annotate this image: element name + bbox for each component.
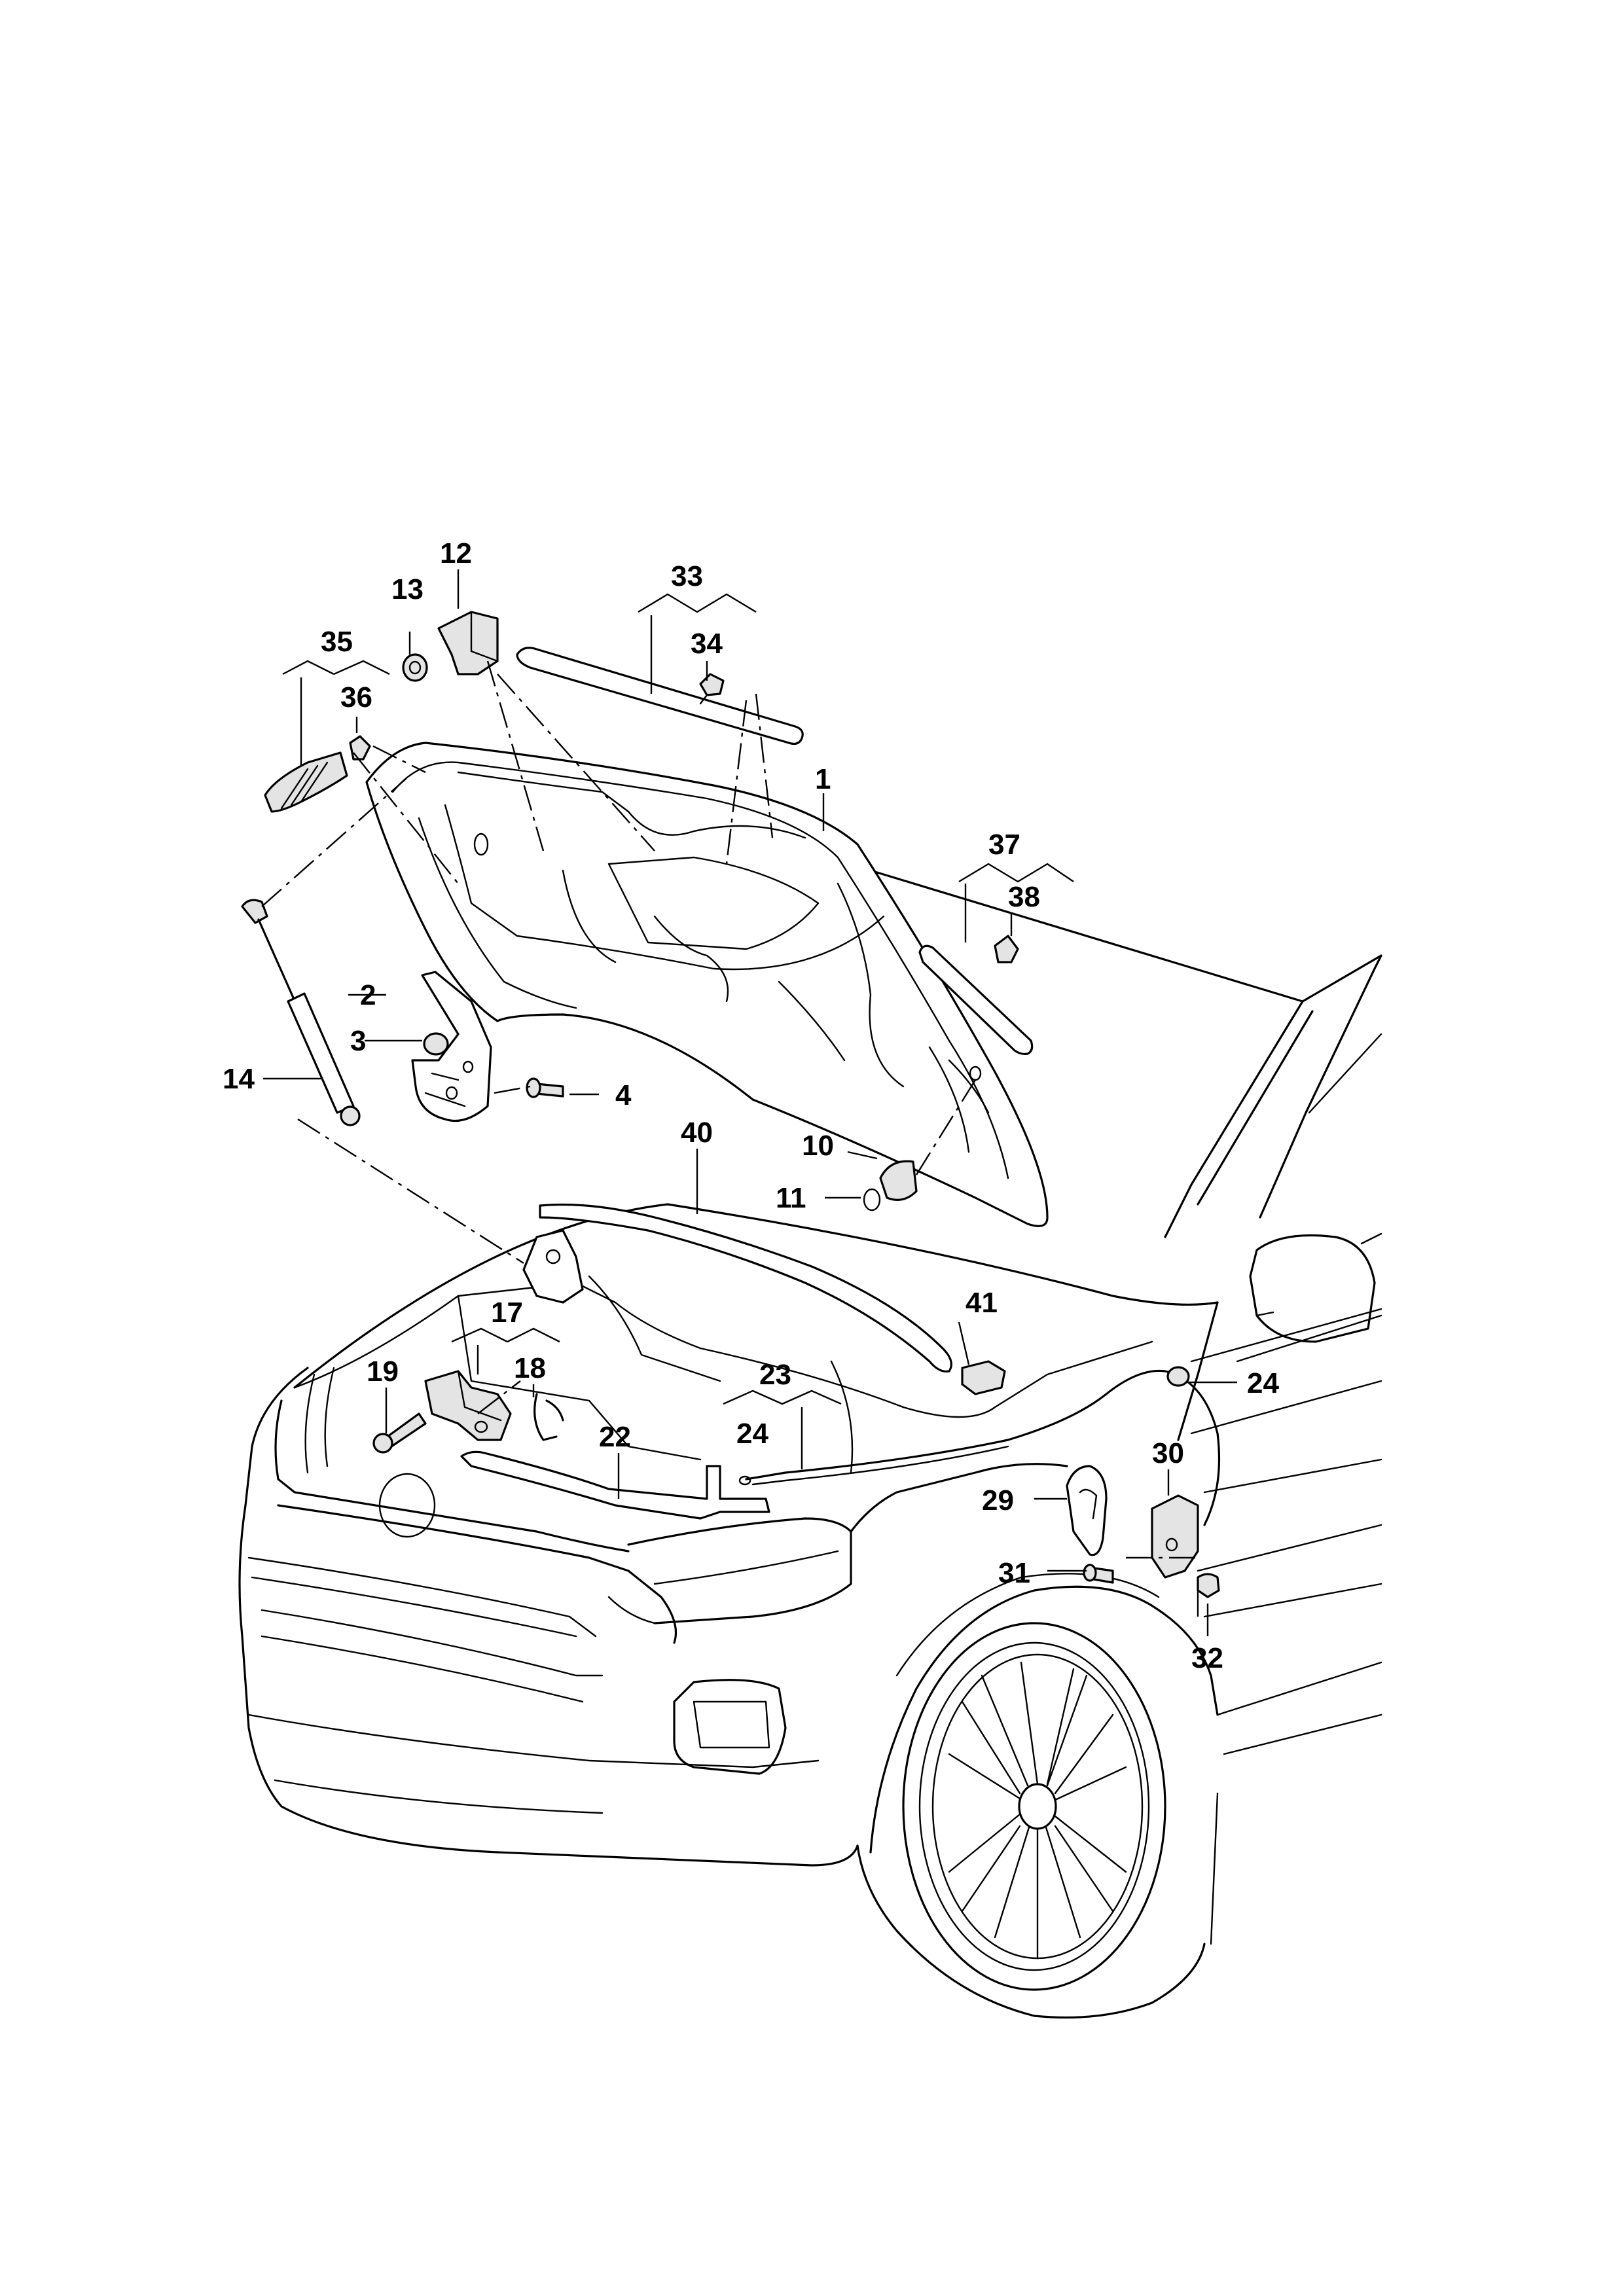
callout-32: 32 [1191, 1642, 1223, 1674]
part-30-bracket [1151, 1494, 1199, 1579]
callout-10: 10 [802, 1130, 834, 1162]
callout-35: 35 [321, 626, 353, 658]
part-13-nut [402, 653, 428, 682]
callout-22: 22 [599, 1421, 631, 1453]
part-3-nut [423, 1032, 449, 1056]
part-19-bolt [372, 1412, 427, 1454]
part-22-release-lever [460, 1450, 770, 1520]
callout-34: 34 [691, 628, 723, 660]
part-40-seal [539, 1203, 952, 1373]
callout-19: 19 [367, 1355, 399, 1388]
part-2-hinge [411, 971, 492, 1122]
callout-13: 13 [391, 573, 424, 605]
callout-31: 31 [998, 1557, 1030, 1589]
callout-labels: 1 2 3 4 10 11 12 13 14 17 18 19 22 23 24… [223, 537, 1279, 1674]
part-38-clip [994, 935, 1019, 963]
callout-33: 33 [671, 560, 703, 592]
hood-panel [365, 742, 1049, 1227]
callout-3: 3 [350, 1025, 366, 1057]
callout-24a: 24 [736, 1418, 768, 1450]
part-36-clip [349, 735, 371, 761]
callout-30: 30 [1152, 1437, 1184, 1469]
part-24-cable [738, 1366, 1221, 1526]
callout-11: 11 [776, 1182, 806, 1214]
callout-4: 4 [615, 1079, 632, 1111]
callout-14: 14 [223, 1063, 255, 1095]
callout-17: 17 [491, 1297, 523, 1329]
callout-18: 18 [514, 1352, 546, 1384]
callout-1: 1 [815, 763, 831, 795]
part-10-bump-stop [879, 1160, 918, 1201]
part-4-bolt [526, 1077, 564, 1098]
part-33-seal-strip [516, 647, 804, 745]
callout-37: 37 [988, 829, 1020, 861]
part-41-end-cap [961, 1360, 1006, 1395]
part-31-bolt [1083, 1564, 1114, 1584]
callout-38: 38 [1008, 881, 1040, 913]
part-12-bracket [437, 611, 499, 675]
part-35-pad [264, 751, 348, 813]
part-11-ring [863, 1188, 881, 1211]
car-body-outline [238, 869, 1382, 2019]
callout-29: 29 [982, 1484, 1014, 1516]
part-17-lock [424, 1370, 512, 1441]
part-32-clip [1197, 1573, 1220, 1598]
callout-24b: 24 [1247, 1367, 1279, 1399]
part-18-clip [533, 1393, 564, 1441]
callout-36: 36 [340, 681, 372, 713]
callout-12: 12 [440, 537, 472, 569]
part-29-handle [1066, 1465, 1108, 1556]
callout-2: 2 [360, 979, 376, 1011]
part-14-gas-strut [241, 899, 361, 1126]
assembly-lines [261, 660, 1199, 1617]
part-37-seal [918, 944, 1034, 1056]
body-latch-mount [522, 1229, 584, 1304]
callout-41: 41 [965, 1287, 998, 1319]
part-34-clip [699, 673, 725, 705]
callout-40: 40 [681, 1117, 713, 1149]
callout-23: 23 [759, 1359, 791, 1391]
leader-lines [263, 569, 1237, 1636]
